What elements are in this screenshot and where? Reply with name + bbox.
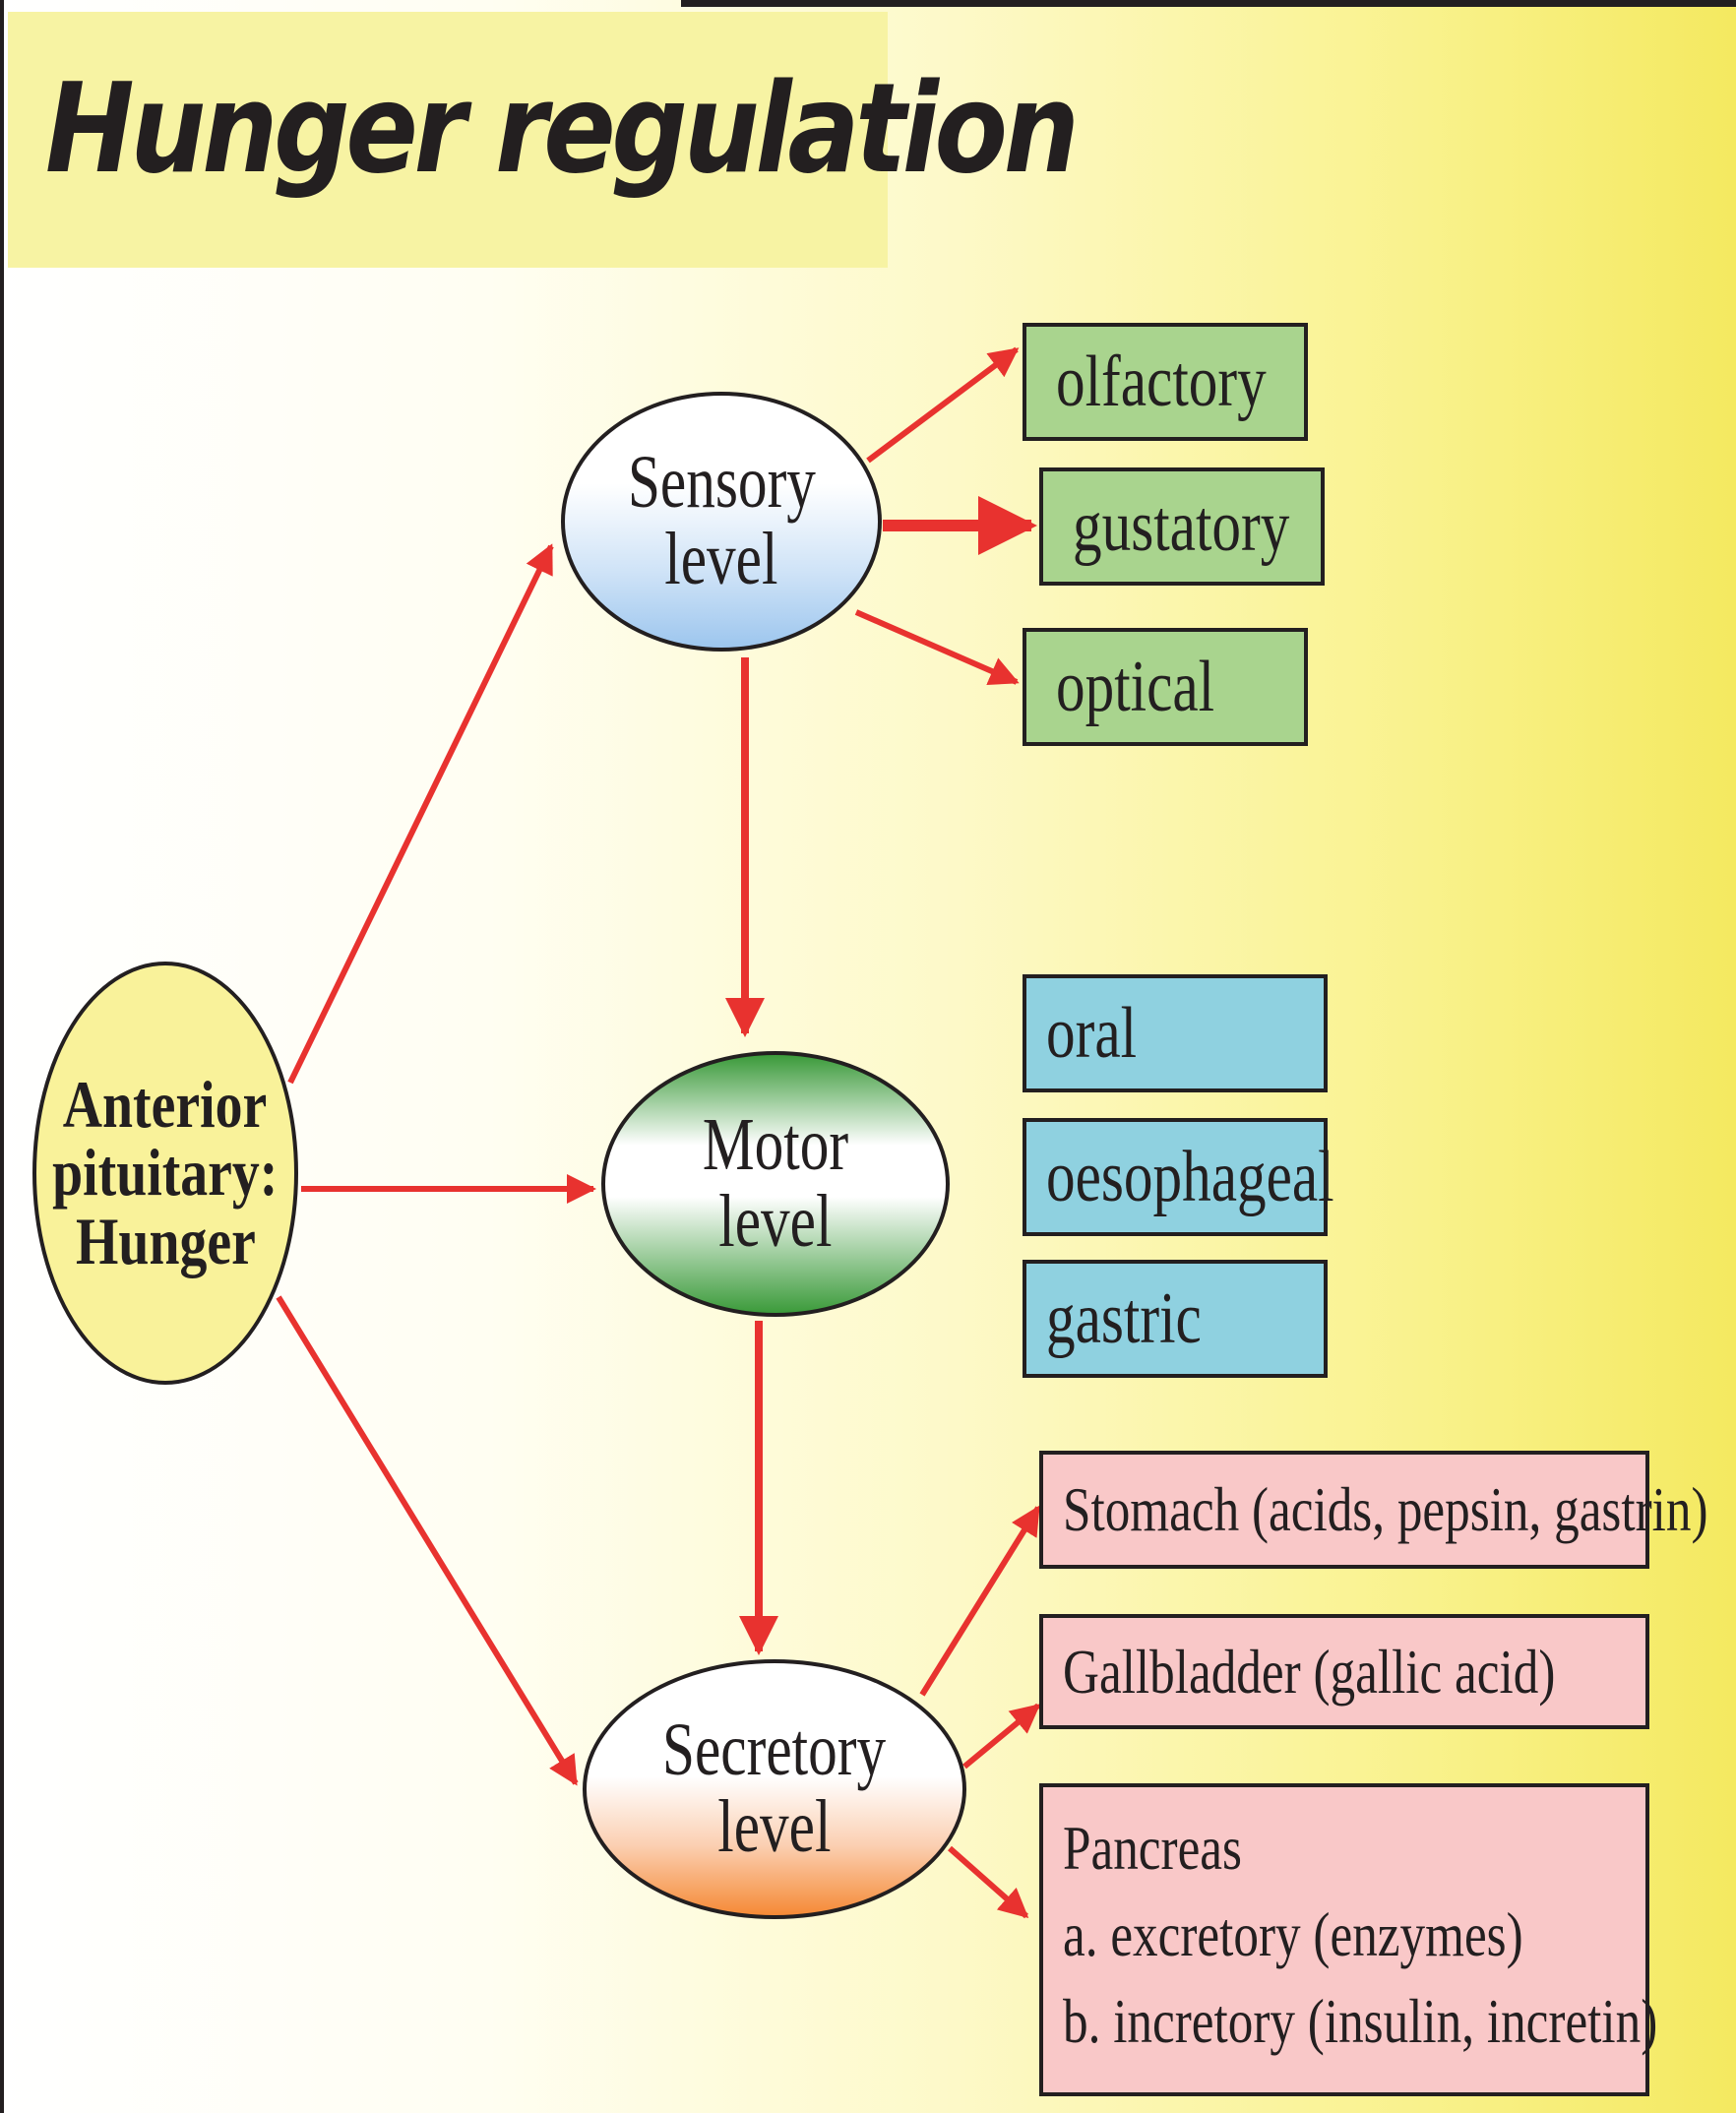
box-label: olfactory xyxy=(1056,341,1267,422)
node-motor-level: Motor level xyxy=(601,1051,950,1317)
node-anterior-pituitary: Anterior pituitary: Hunger xyxy=(32,962,298,1385)
arrow-secretory-to-gallbladder xyxy=(962,1703,1041,1770)
node-sensory-level: Sensory level xyxy=(561,392,882,652)
arrow-secretory-to-pancreas xyxy=(948,1845,1029,1919)
box-oral: oral xyxy=(1023,974,1328,1092)
node-label-line: Anterior xyxy=(63,1066,268,1142)
arrow-sensory-to-olfactory xyxy=(866,346,1020,464)
box-pancreas: Pancreas a. excretory (enzymes) b. incre… xyxy=(1039,1783,1657,2096)
box-optical: optical xyxy=(1023,628,1308,746)
box-label: optical xyxy=(1056,646,1215,727)
box-label: a. excretory (enzymes) xyxy=(1063,1899,1523,1969)
page-title: Hunger regulation xyxy=(45,56,1080,201)
box-label: Gallbladder (gallic acid) xyxy=(1063,1636,1556,1707)
node-secretory-level: Secretory level xyxy=(583,1659,966,1919)
node-label-line: Motor xyxy=(702,1103,849,1187)
node-label-line: pituitary: xyxy=(52,1135,279,1211)
title-panel: Hunger regulation xyxy=(8,12,1080,268)
box-gallbladder: Gallbladder (gallic acid) xyxy=(1039,1614,1649,1729)
node-label-line: level xyxy=(664,518,778,600)
left-border-rule xyxy=(0,0,4,2113)
node-label-line: Sensory xyxy=(627,441,816,525)
box-label: oesophageal xyxy=(1046,1136,1334,1217)
node-label-line: level xyxy=(718,1180,833,1263)
box-oesophageal: oesophageal xyxy=(1023,1118,1334,1236)
box-stomach: Stomach (acids, pepsin, gastrin) xyxy=(1039,1451,1708,1569)
box-label: Stomach (acids, pepsin, gastrin) xyxy=(1063,1474,1708,1544)
node-label-line: Secretory xyxy=(662,1709,887,1792)
box-label: gustatory xyxy=(1073,485,1290,567)
box-label: gastric xyxy=(1046,1277,1202,1359)
node-label-line: level xyxy=(717,1785,832,1868)
arrow-secretory-to-stomach xyxy=(919,1505,1041,1697)
box-label: b. incretory (insulin, incretin) xyxy=(1063,1986,1658,2056)
box-gustatory: gustatory xyxy=(1039,467,1325,586)
box-label: oral xyxy=(1046,992,1138,1074)
box-gastric: gastric xyxy=(1023,1260,1328,1378)
arrow-sensory-to-optical xyxy=(854,609,1020,685)
box-label: Pancreas xyxy=(1063,1813,1242,1883)
arrow-anterior-to-sensory xyxy=(287,543,554,1085)
node-label-line: Hunger xyxy=(75,1203,256,1278)
top-border-rule xyxy=(681,0,1736,7)
arrow-anterior-to-secretory xyxy=(276,1295,579,1786)
box-olfactory: olfactory xyxy=(1023,323,1308,441)
